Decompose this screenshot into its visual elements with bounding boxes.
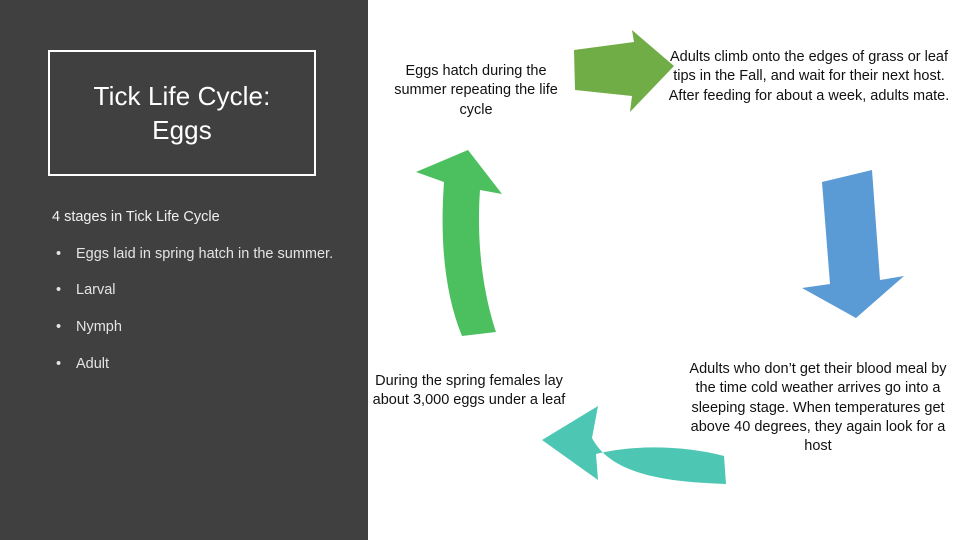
bullet-icon: • (56, 282, 62, 299)
arrow-right-icon (574, 30, 674, 112)
note-adults-climb: Adults climb onto the edges of grass or … (668, 49, 950, 104)
note-eggs-hatch: Eggs hatch during the summer repeating t… (394, 63, 558, 118)
list-item: • Adult (52, 355, 342, 375)
note-females-lay-eggs: During the spring females lay about 3,00… (372, 373, 566, 409)
arrow-up-curved-icon (416, 150, 502, 336)
bullet-icon: • (56, 355, 62, 372)
arrow-down-icon (802, 170, 904, 318)
list-item: • Larval (52, 281, 342, 301)
page-title: Tick Life Cycle: Eggs (93, 80, 271, 145)
bullet-icon: • (56, 245, 62, 262)
left-dark-panel: Tick Life Cycle: Eggs 4 stages in Tick L… (0, 0, 368, 540)
list-item-label: Adult (76, 355, 110, 372)
bullet-icon: • (56, 318, 62, 335)
list-item: • Nymph (52, 318, 342, 338)
note-adults-sleeping-stage: Adults who don’t get their blood meal by… (689, 361, 947, 455)
title-box: Tick Life Cycle: Eggs (48, 50, 316, 176)
list-item-label: Nymph (76, 318, 122, 335)
arrow-left-curved-icon (542, 406, 726, 484)
body-list: 4 stages in Tick Life Cycle • Eggs laid … (52, 208, 342, 391)
list-item-label: Larval (76, 282, 116, 299)
list-heading: 4 stages in Tick Life Cycle (52, 209, 220, 225)
list-item-label: Eggs laid in spring hatch in the summer. (76, 245, 334, 262)
list-item: • Eggs laid in spring hatch in the summe… (52, 245, 342, 265)
